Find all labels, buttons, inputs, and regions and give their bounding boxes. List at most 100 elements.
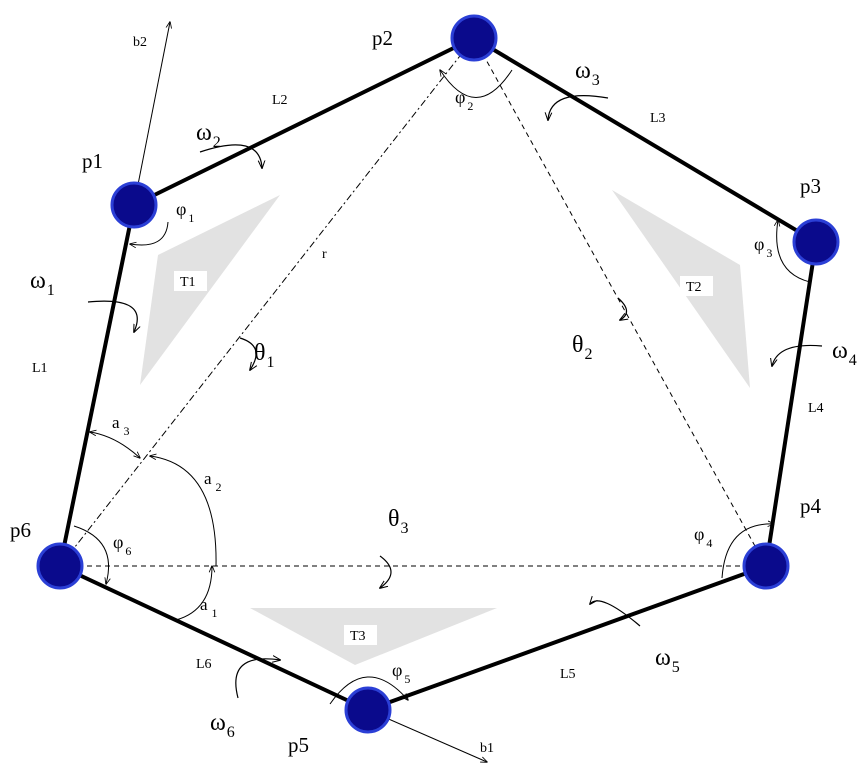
joint-label-p3: p3 [800,174,821,198]
joint-label-p6: p6 [10,518,31,542]
rotation-omega-2 [199,144,262,168]
omega-2-symbol: ω [196,120,212,146]
joint-label-p5: p5 [288,733,309,757]
theta-3-subscript: 3 [401,520,409,537]
theta-1-subscript: 1 [267,354,275,371]
joint-label-p1: p1 [82,149,103,173]
vector-label-b1: b1 [480,741,494,756]
phi-2-subscript: 2 [467,99,473,113]
omega-5-symbol: ω [655,645,671,671]
omega-6-symbol: ω [210,710,226,736]
theta-2: θ2 [572,332,593,363]
alpha-3-subscript: 3 [124,424,130,438]
joint-label-p2: p2 [372,26,393,50]
phi-6-subscript: 6 [125,544,131,558]
omega-4-symbol: ω [832,338,848,364]
rotation-arrows [87,95,823,699]
joint-label-p4: p4 [800,494,822,518]
omega-4-subscript: 4 [849,352,857,369]
alpha-1-symbol: a [200,595,208,614]
phi-2-symbol: φ [455,87,465,107]
arc-alpha1 [175,566,212,621]
alpha-2-symbol: a [204,469,212,488]
link-label-L6: L6 [196,657,212,672]
theta-2-subscript: 2 [585,346,593,363]
alpha-2-subscript: 2 [216,480,222,494]
arc-phi4 [721,524,774,579]
phi-1-symbol: φ [176,199,186,219]
rotation-omega-3 [548,95,609,120]
omega-5-subscript: 5 [672,659,680,676]
arc-phi2 [440,70,513,98]
vector-label-r: r [322,247,327,262]
dashed-r-line [60,38,474,566]
omega-4: ω4 [832,338,857,369]
arc-phi5 [329,676,408,705]
omega-1: ω1 [30,268,55,299]
link-label-L4: L4 [808,401,824,416]
rotation-theta-3 [380,555,392,588]
joint-p2 [450,14,498,62]
joint-p5 [344,686,392,734]
dashed-p2-p4 [474,38,766,566]
omega-6-subscript: 6 [227,724,235,741]
alpha-3-symbol: a [112,413,120,432]
link-label-L5: L5 [560,667,576,682]
joint-layer [36,14,840,734]
arc-phi3 [777,220,811,283]
joint-p3 [792,218,840,266]
theta-1: θ1 [254,340,275,371]
triangle-label-bg-T1 [174,271,207,291]
omega-2: ω2 [196,120,221,151]
phi-4-symbol: φ [694,524,704,544]
omega-2-subscript: 2 [213,134,221,151]
triangle-layer [140,190,750,665]
theta-3: θ3 [388,506,409,537]
joint-p6 [36,542,84,590]
arc-alpha2 [150,456,217,567]
dashed-lines [60,38,766,566]
theta-3-symbol: θ [388,506,400,532]
phi-1-subscript: 1 [188,211,194,225]
link-label-L1: L1 [32,361,48,376]
vector-b2 [133,22,170,206]
theta-1-symbol: θ [254,340,266,366]
omega-3-subscript: 3 [592,72,600,89]
phi-5-subscript: 5 [404,672,410,686]
vector-label-b2: b2 [133,35,147,50]
omega-3-symbol: ω [575,58,591,84]
rotation-theta-2 [617,297,627,320]
triangle-label-bg-T2 [680,276,713,296]
vector-lines [133,22,487,762]
omega-6: ω6 [210,710,235,741]
phi-6-symbol: φ [113,532,123,552]
arc-phi1 [130,221,169,245]
link-label-L3: L3 [650,111,666,126]
phi-4-subscript: 4 [706,536,712,550]
omega-1-symbol: ω [30,268,46,294]
arc-phi6 [73,525,109,584]
rotation-omega-4 [772,344,823,366]
rotation-theta-1 [239,337,256,370]
triangle-label-T2: T2 [686,280,702,295]
link-label-L2: L2 [272,93,288,108]
angle-arcs [73,70,811,705]
triangle-label-bg-T3 [344,625,377,645]
omega-3: ω3 [575,58,600,89]
phi-3-subscript: 3 [766,246,772,260]
phi-3-symbol: φ [754,234,764,254]
joint-p4 [742,542,790,590]
triangle-label-T3: T3 [350,629,366,644]
rotation-omega-5 [590,601,641,627]
